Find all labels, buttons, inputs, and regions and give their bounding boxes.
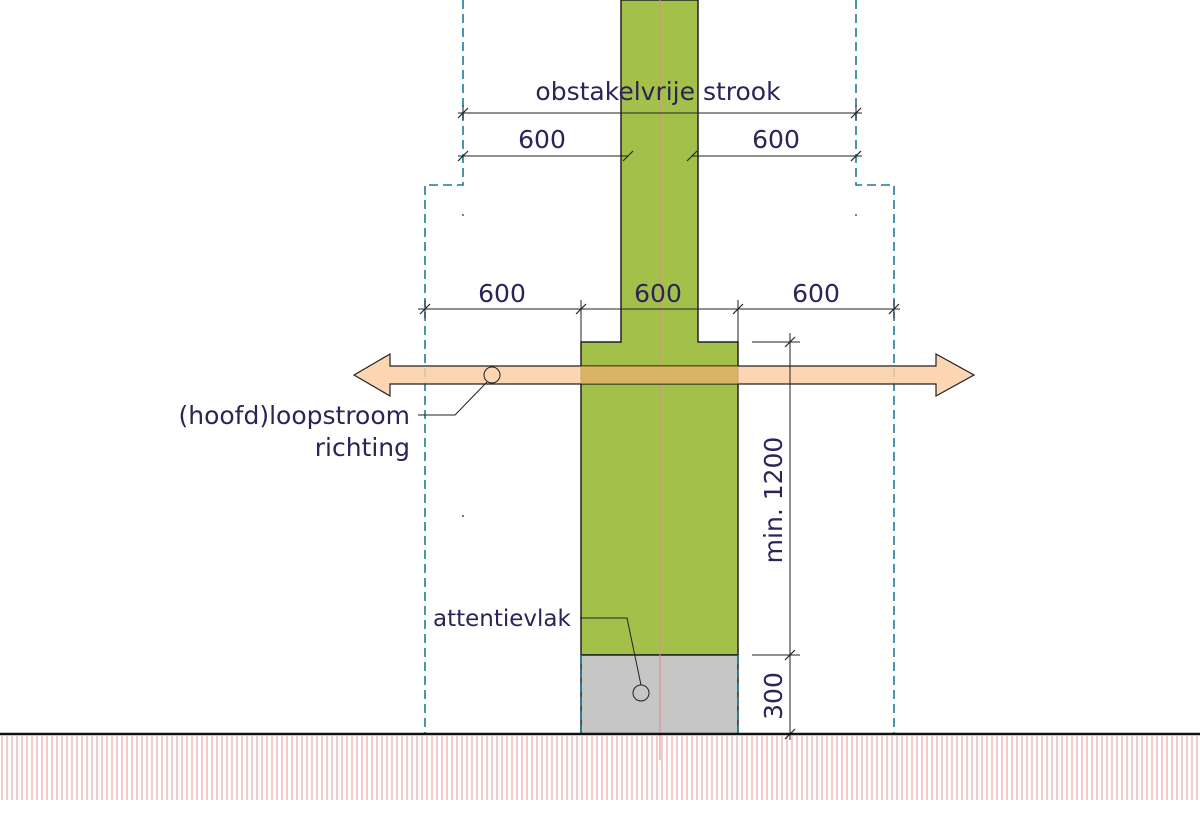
marker-dot — [855, 214, 857, 216]
ground-hatch — [1, 736, 1198, 800]
walk-leader-circle — [483, 366, 501, 384]
dimension-tick — [457, 150, 469, 162]
dimension-tick — [784, 336, 796, 348]
dimension-tick — [622, 150, 634, 162]
obstacle-free-zone-outline-right — [855, 0, 895, 734]
attention-leader-line — [580, 617, 642, 686]
dimension-tick — [686, 150, 698, 162]
walk-direction-label-line1: (hoofd)loopstroom — [178, 401, 410, 430]
dimension-tick — [850, 107, 862, 119]
dim-label-lower-left: 600 — [478, 279, 526, 308]
arrow-overlap — [581, 366, 738, 384]
vertical-300-label: 300 — [759, 672, 788, 720]
obstacle-free-strip-label: obstakelvrije strook — [535, 77, 781, 106]
dim-label-lower-mid: 600 — [634, 279, 682, 308]
dimension-tick — [457, 107, 469, 119]
dimension-tick — [575, 303, 587, 315]
marker-dot — [462, 214, 464, 216]
walk-direction-label-line2: richting — [315, 433, 410, 462]
dimension-lines — [418, 105, 900, 740]
attention-area-label: attentievlak — [433, 606, 572, 632]
obstacle-free-zone-outline — [424, 0, 464, 734]
marker-dot — [462, 515, 464, 517]
dim-label-upper-right: 600 — [752, 125, 800, 154]
vertical-min-label: min. 1200 — [759, 437, 788, 564]
dimension-tick — [419, 303, 431, 315]
dimension-tick — [850, 150, 862, 162]
dimension-tick — [784, 649, 796, 661]
dim-label-lower-right: 600 — [792, 279, 840, 308]
dimension-tick — [732, 303, 744, 315]
dim-label-upper-left: 600 — [518, 125, 566, 154]
dimension-tick — [888, 303, 900, 315]
walk-leader-line — [418, 381, 488, 416]
